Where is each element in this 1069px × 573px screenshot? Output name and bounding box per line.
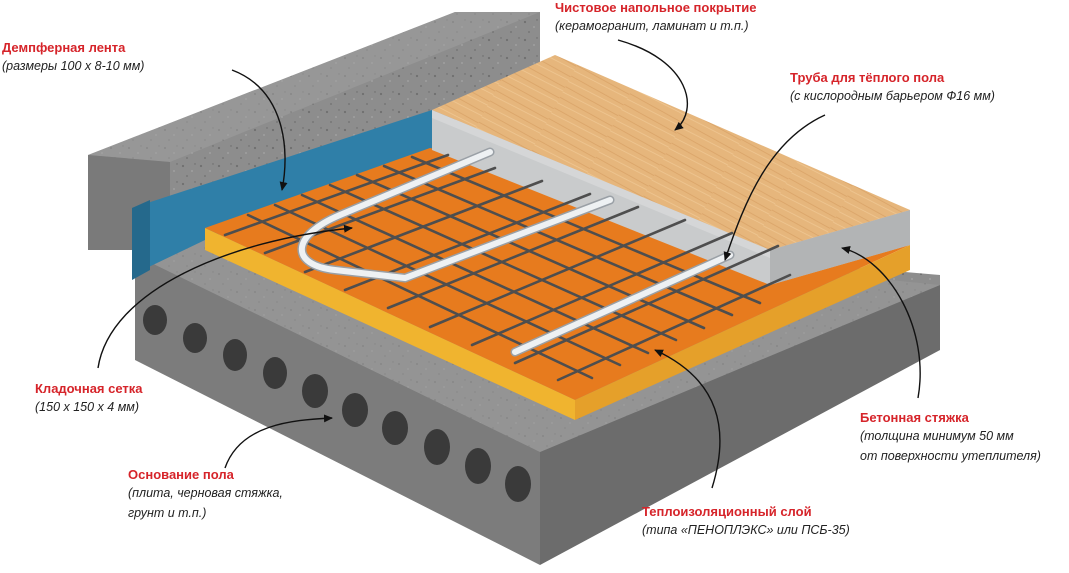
label-damper-tape-sub: (размеры 100 х 8-10 мм): [2, 59, 145, 73]
arrow-callout-insulation: [654, 349, 721, 489]
label-heating-pipe-sub: (с кислородным барьером Ф16 мм): [790, 89, 995, 103]
label-finish-floor-sub: (керамогранит, ламинат и т.п.): [555, 19, 749, 33]
label-damper-tape-title: Демпферная лента: [2, 40, 126, 55]
label-mesh-sub: (150 х 150 х 4 мм): [35, 400, 139, 414]
label-insulation-title: Теплоизоляционный слой: [642, 504, 812, 519]
label-insulation-sub: (типа «ПЕНОПЛЭКС» или ПСБ-35): [642, 523, 850, 537]
rebar-mesh: [223, 153, 792, 382]
label-concrete-screed-sub: (толщина минимум 50 мм: [860, 429, 1014, 443]
arrow-callout-base: [224, 414, 333, 469]
label-finish-floor: Чистовое напольное покрытие (керамограни…: [555, 0, 756, 36]
label-mesh-title: Кладочная сетка: [35, 381, 143, 396]
arrow-callout-mesh: [97, 224, 353, 369]
heating-pipe: [297, 147, 735, 357]
slab-hollow-cores: [143, 305, 531, 502]
callout-arrows: [97, 39, 921, 489]
arrow-callout-finish: [617, 39, 689, 131]
label-concrete-screed: Бетонная стяжка (толщина минимум 50 мм о…: [860, 410, 1041, 466]
label-concrete-screed-sub2: от поверхности утеплителя): [860, 449, 1041, 463]
label-mesh: Кладочная сетка (150 х 150 х 4 мм): [35, 381, 143, 417]
label-floor-base: Основание пола (плита, черновая стяжка, …: [128, 467, 283, 523]
label-heating-pipe-title: Труба для тёплого пола: [790, 70, 945, 85]
label-floor-base-sub2: грунт и т.п.): [128, 506, 207, 520]
label-heating-pipe: Труба для тёплого пола (с кислородным ба…: [790, 70, 995, 106]
arrow-callout-damper: [231, 69, 288, 191]
arrow-callout-screed: [841, 246, 921, 399]
back-wall: [88, 12, 540, 250]
label-concrete-screed-title: Бетонная стяжка: [860, 410, 969, 425]
label-floor-base-title: Основание пола: [128, 467, 234, 482]
label-insulation: Теплоизоляционный слой (типа «ПЕНОПЛЭКС»…: [642, 504, 850, 540]
label-finish-floor-title: Чистовое напольное покрытие: [555, 0, 757, 15]
label-floor-base-sub: (плита, черновая стяжка,: [128, 486, 283, 500]
label-damper-tape: Демпферная лента (размеры 100 х 8-10 мм): [2, 40, 144, 76]
arrow-callout-pipe: [723, 114, 826, 261]
